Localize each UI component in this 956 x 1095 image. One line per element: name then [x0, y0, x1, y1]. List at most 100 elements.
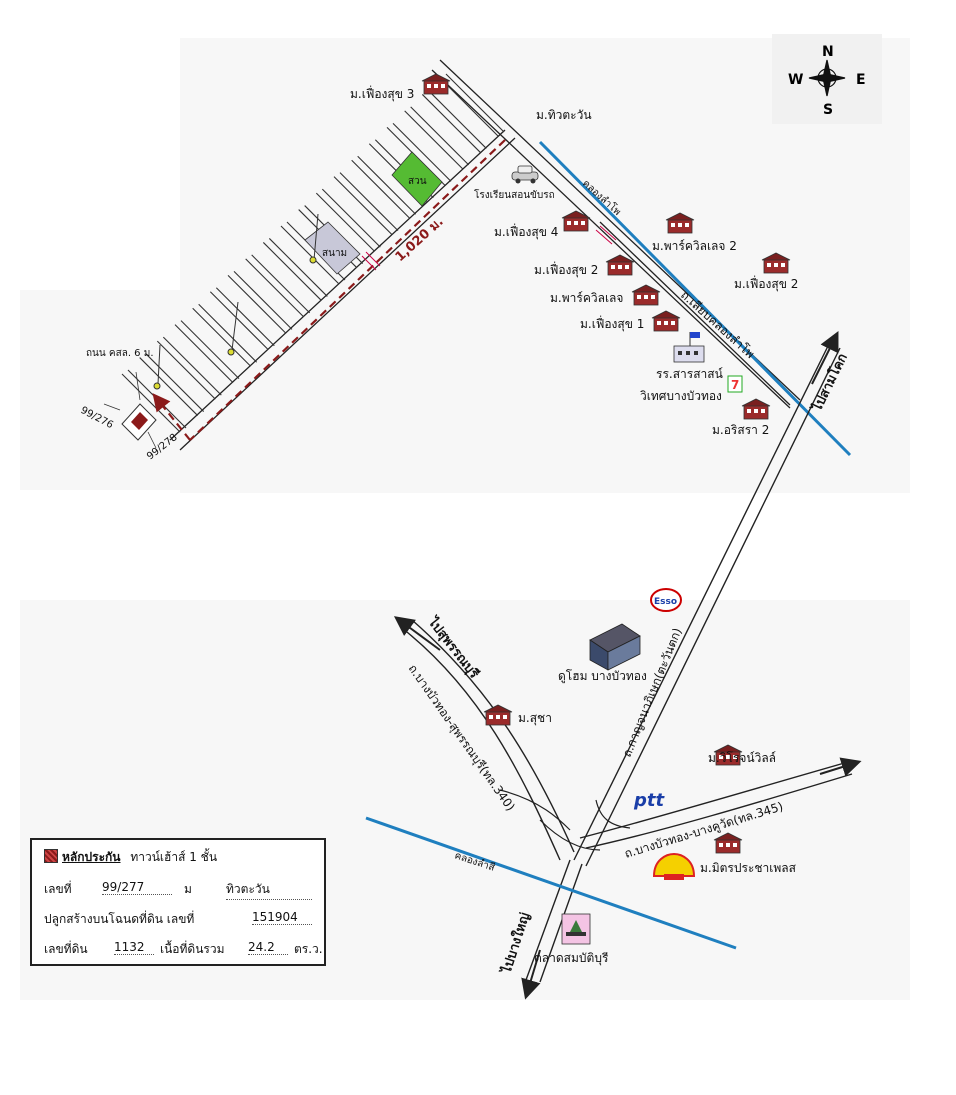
label-school-line1: รร.สารสาสน์ — [656, 367, 723, 381]
road-345 — [579, 761, 853, 849]
side-soi — [139, 357, 199, 416]
side-soi — [357, 155, 417, 215]
road-bang-yai — [525, 859, 583, 983]
esso-logo: Esso — [650, 588, 682, 612]
label-driving-school: โรงเรียนสอนขับรถ — [474, 188, 555, 201]
label-m-fueangsuk2: ม.เฟื่องสุข 2 — [534, 261, 598, 278]
side-soi — [121, 373, 181, 433]
side-soi — [180, 320, 240, 380]
info-moo-label: ม — [184, 882, 192, 896]
compass-s: S — [823, 102, 833, 118]
canal-lam-pho — [538, 140, 852, 457]
label-m-fueangsuk2-right: ม.เฟื่องสุข 2 — [734, 275, 798, 292]
property-plot — [121, 403, 157, 441]
utility-poles — [153, 213, 319, 390]
seven-eleven-icon: 7 — [727, 375, 743, 393]
side-soi — [392, 122, 452, 182]
info-area-value: 24.2 — [248, 940, 288, 955]
label-m-orisara2: ม.อริสรา 2 — [712, 423, 769, 437]
label-dohome: ดูโฮม บางบัวทอง — [558, 669, 647, 684]
label-soi-note: ถนน คสล. 6 ม. — [86, 348, 154, 359]
side-soi — [233, 270, 293, 330]
side-soi — [198, 303, 258, 363]
compass-rose: N S W E — [772, 34, 882, 124]
canal-lam-si — [365, 816, 737, 950]
school-icon — [673, 332, 705, 363]
interchange — [499, 789, 631, 851]
label-m-sucha: ม.สุชา — [518, 711, 552, 726]
ptt-logo: ptt — [633, 790, 665, 811]
label-m-mitr: ม.มิตรประชาเพลส — [700, 861, 797, 875]
side-soi — [321, 188, 381, 248]
side-soi — [427, 90, 487, 149]
side-soi — [245, 258, 305, 318]
collateral-info-box: หลักประกัน ทาวน์เฮ้าส์ 1 ชั้น เลขที่ 99/… — [30, 838, 326, 966]
side-soi — [315, 192, 375, 252]
label-m-fueangsuk4: ม.เฟื่องสุข 4 — [494, 223, 558, 240]
side-soi — [410, 106, 470, 166]
side-soi — [162, 336, 222, 396]
north-arrow-sam-khok — [811, 331, 839, 385]
side-soi — [333, 176, 393, 236]
info-village: ทิวตะวัน — [226, 880, 312, 900]
info-land-row: เลขที่ดิน 1132 เนื้อที่ดินรวม 24.2 ตร.ว. — [44, 940, 323, 960]
side-soi — [339, 172, 399, 232]
kanchanaphisek-road — [573, 341, 841, 867]
side-soi — [251, 254, 311, 314]
field-area — [304, 221, 361, 275]
label-school-line2: วิเทศบางบัวทอง — [640, 389, 722, 403]
side-soi — [439, 77, 499, 137]
info-no-label: เลขที่ — [44, 882, 72, 896]
label-m-fueangsuk3: ม.เฟื่องสุข 3 — [350, 85, 414, 102]
label-m-wiroj-ville: ม.วิโรจน์วิลล์ — [708, 751, 776, 765]
paper-left-area — [20, 290, 250, 490]
info-land-label: เลขที่ดิน — [44, 942, 88, 956]
compass-w: W — [788, 72, 803, 88]
property-swatch — [44, 849, 58, 863]
shell-logo — [652, 852, 696, 880]
label-m-thiwatawan: ม.ทิวตะวัน — [536, 108, 592, 122]
side-soi — [174, 324, 234, 384]
route-to-property — [152, 139, 506, 441]
side-soi — [351, 159, 411, 219]
side-soi — [421, 94, 481, 153]
info-deed-row: ปลูกสร้างบนโฉนดที่ดิน เลขที่ 151904 — [44, 910, 316, 930]
bridge-marks — [361, 225, 617, 271]
side-soi — [145, 353, 205, 412]
canal-road — [599, 221, 791, 406]
info-area-label: เนื้อที่ดินรวม — [160, 942, 225, 956]
label-market: ตลาดสมบัติบุรี — [534, 951, 609, 966]
side-soi — [262, 242, 322, 301]
info-title: หลักประกัน — [62, 850, 121, 864]
info-address-row: เลขที่ 99/277 ม ทิวตะวัน — [44, 880, 316, 900]
side-soi — [215, 287, 275, 347]
side-soi — [156, 340, 216, 400]
info-no-value: 99/277 — [102, 880, 172, 895]
label-m-fueangsuk1: ม.เฟื่องสุข 1 — [580, 315, 644, 332]
label-m-park-village: ม.พาร์ควิลเลจ — [550, 291, 623, 305]
side-soi — [280, 225, 340, 285]
arrow-bang-yai — [521, 949, 541, 1000]
info-title-desc: ทาวน์เฮ้าส์ 1 ชั้น — [130, 850, 218, 864]
info-title-row: หลักประกัน ทาวน์เฮ้าส์ 1 ชั้น — [44, 848, 316, 868]
label-field: สนาม — [322, 248, 347, 259]
side-soi — [404, 110, 464, 170]
svg-text:7: 7 — [731, 378, 739, 392]
compass-n: N — [822, 44, 834, 60]
side-soi — [192, 307, 252, 367]
label-park: สวน — [408, 176, 427, 187]
park-area — [391, 151, 443, 207]
market-icon — [561, 913, 591, 945]
compass-e: E — [856, 72, 866, 88]
side-soi — [227, 274, 287, 334]
car-icon — [511, 165, 539, 184]
arrow-suphanburi — [393, 616, 441, 651]
side-soi — [445, 73, 505, 133]
info-deed-value: 151904 — [252, 910, 312, 925]
arrow-road-345 — [819, 757, 862, 777]
info-area-unit: ตร.ว. — [294, 942, 323, 956]
label-m-park-village2: ม.พาร์ควิลเลจ 2 — [652, 239, 737, 253]
svg-text:Esso: Esso — [654, 597, 677, 607]
info-deed-label: ปลูกสร้างบนโฉนดที่ดิน เลขที่ — [44, 912, 195, 926]
dohome-building-icon — [589, 623, 641, 671]
